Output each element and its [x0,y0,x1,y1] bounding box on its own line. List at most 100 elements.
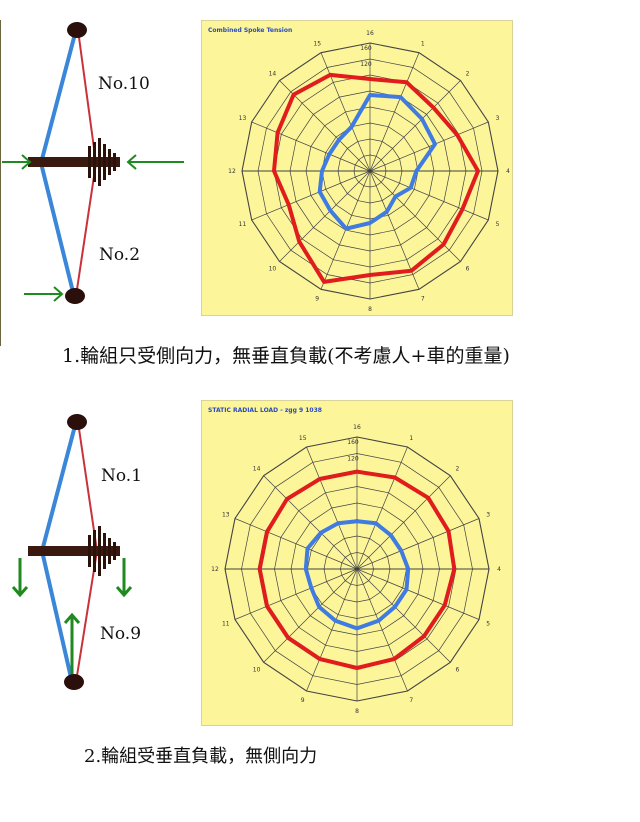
grid-spoke [369,80,461,172]
rim-node-bottom [64,674,84,690]
rim-node-top [67,414,87,430]
spoke-number-label: 13 [222,512,230,519]
grid-spoke [356,568,480,620]
spoke-number-label: 10 [269,266,277,273]
chart-title-2: STATIC RADIAL LOAD - zgg 9 1038 [208,407,322,414]
spoke-number-label: 9 [315,296,319,303]
grid-spoke [251,170,371,221]
spoke-red-upper [77,29,97,164]
spoke-blue-upper [40,421,78,552]
spoke-number-label: 12 [228,168,236,175]
hub-axle [28,546,120,556]
spoke-number-label: 3 [486,512,490,519]
arrow-bottom-lateral [24,286,64,302]
spoke-number-label: 11 [239,221,247,228]
caption-2: 2.輪組受垂直負載，無側向力 [84,746,318,767]
spoke-number-label: 7 [409,697,413,704]
spoke-number-label: 1 [421,41,425,48]
ring-label: 160 [360,45,372,52]
arrow-down-right [115,558,133,598]
ring-label: 120 [347,456,359,463]
series-red [272,72,480,284]
spoke-number-label: 1 [409,435,413,442]
spoke-number-label: 7 [421,296,425,303]
hub-axle [28,157,120,167]
ring-label: 120 [360,61,372,68]
rim-node-bottom [65,288,85,304]
spoke-number-label: 12 [211,566,219,573]
grid-spoke [356,475,451,570]
grid-spoke [234,518,358,570]
grid-spoke [369,170,461,262]
spoke-number-label: 13 [239,115,247,122]
spoke-label-top-2: No.1 [101,466,143,486]
spoke-number-label: 3 [496,115,500,122]
spoke-number-label: 15 [299,435,307,442]
rim-node-top [67,22,87,38]
grid-spoke [369,52,420,172]
spoke-blue-upper [39,29,78,164]
grid-spoke [320,52,371,172]
grid-spoke [263,475,358,570]
arrow-down-left [11,558,29,598]
spoke-number-label: 9 [301,697,305,704]
spoke-number-label: 6 [466,266,470,273]
spoke-red-lower [75,162,97,297]
grid-spoke [356,446,408,570]
hub-flange [88,526,116,576]
spoke-diagram-2-svg [11,414,133,690]
ring-label: 160 [347,439,359,446]
spoke-number-label: 14 [269,70,277,77]
caption-1: 1.輪組只受側向力，無垂直負載(不考慮人+車的重量) [62,345,510,367]
spoke-blue-lower [40,550,74,683]
left-border-line [0,20,1,346]
grid-spoke [369,121,489,172]
chart-title-1: Combined Spoke Tension [208,27,293,34]
grid-spoke [356,518,480,570]
hub-flange [88,138,116,186]
spoke-blue-lower [39,162,76,297]
spoke-diagram-2 [0,408,200,698]
series-red [257,469,457,670]
spoke-number-label: 5 [486,620,490,627]
spoke-number-label: 8 [368,306,372,313]
grid-spoke [369,170,489,221]
arrow-left-lateral [2,154,32,170]
arrow-up-center [63,612,81,674]
spoke-number-label: 10 [253,666,261,673]
grid-spoke [356,568,408,692]
spoke-number-label: 14 [253,466,261,473]
grid-spoke [306,446,358,570]
spoke-red-upper [77,421,98,552]
spoke-label-top-1: No.10 [98,74,150,94]
spoke-red-lower [75,550,98,683]
grid-spoke [356,568,451,663]
spoke-number-label: 15 [313,41,321,48]
grid-spoke [263,568,358,663]
grid-spoke [306,568,358,692]
spoke-diagram-1 [0,18,200,308]
spoke-number-label: 8 [355,708,359,715]
grid-spoke [234,568,358,620]
spoke-diagram-1-svg [2,22,184,304]
spoke-number-label: 16 [366,30,374,37]
spoke-number-label: 6 [455,666,459,673]
grid-spoke [251,121,371,172]
spoke-number-label: 11 [222,620,230,627]
series-blue [303,519,411,631]
series-blue [317,93,437,231]
spoke-number-label: 4 [506,168,510,175]
spoke-label-bottom-1: No.2 [99,245,141,265]
grid-spoke [279,170,371,262]
spoke-number-label: 4 [497,566,501,573]
spoke-number-label: 5 [496,221,500,228]
arrow-right-lateral [126,154,184,170]
spoke-number-label: 2 [455,466,459,473]
spoke-number-label: 16 [353,424,361,431]
spoke-number-label: 2 [466,70,470,77]
spoke-label-bottom-2: No.9 [100,624,142,644]
